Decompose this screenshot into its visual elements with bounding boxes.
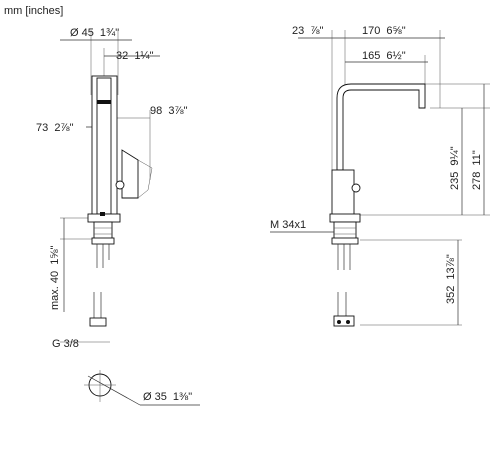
- connection-thread-label: G 3/8: [52, 338, 79, 350]
- faucet-body-side: [331, 169, 355, 219]
- dim-handle-width: 32 1¼": [116, 50, 154, 62]
- dim-spout-tip: 23 ⅞": [292, 25, 323, 37]
- dim-handle-reach: 98 3⅞": [150, 105, 188, 117]
- dim-hole-diameter: Ø 35 1⅜": [143, 391, 192, 403]
- mounting-thread-label: M 34x1: [270, 219, 306, 231]
- side-view: 23 ⅞" 170 6⅝" 165 6½" 235 9¼" 278 11" 35…: [270, 25, 490, 327]
- dim-reach-center: 165 6½": [362, 50, 406, 62]
- dim-deck-max: max. 40 1⅝": [49, 246, 61, 310]
- front-view: Ø 45 1¾" 32 1¼" 98 3⅞" 73 2⅞" max. 40 1⅝…: [36, 27, 200, 406]
- units-label: mm [inches]: [4, 5, 63, 17]
- dim-body-diameter: Ø 45 1¾": [70, 27, 119, 39]
- spout: [336, 83, 426, 171]
- dim-handle-height: 73 2⅞": [36, 122, 74, 134]
- dim-spout-height: 235 9¼": [449, 146, 461, 190]
- dim-hose-length: 352 13⅞": [445, 254, 457, 304]
- dim-total-height: 278 11": [471, 150, 483, 190]
- dim-reach-total: 170 6⅝": [362, 25, 406, 37]
- handle-lever: [121, 149, 139, 199]
